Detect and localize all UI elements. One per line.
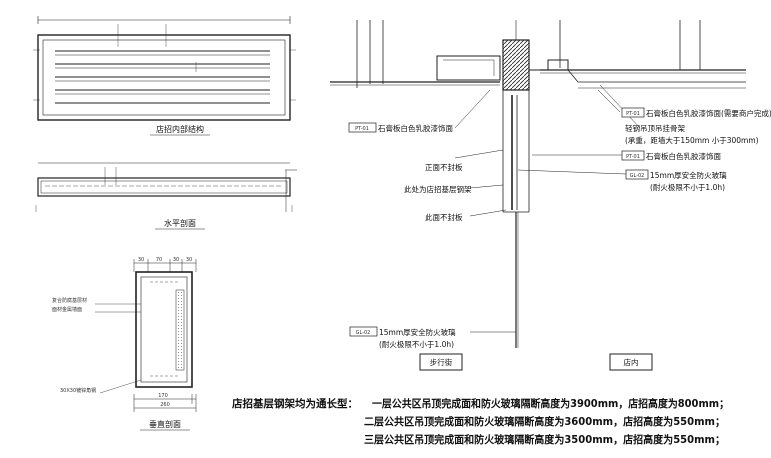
note-line-2: 二层公共区吊顶完成面和防火玻璃隔断高度为3600mm，店招高度为550mm； — [364, 415, 725, 428]
note-line-3: 三层公共区吊顶完成面和防火玻璃隔断高度为3500mm，店招高度为550mm； — [364, 433, 725, 446]
dim-bottom-2: 260 — [160, 402, 170, 408]
elevation-label-frame: 复合防腐基层材 — [52, 297, 87, 304]
elevation-label-tube: 30X30镀锌角钢 — [60, 387, 96, 394]
dim-top-3: 30 — [173, 257, 179, 263]
tag-pt01-left: PT-01 — [355, 126, 369, 132]
note-title: 店招基层钢架均为通长型： — [231, 397, 358, 410]
detail-section — [330, 20, 746, 371]
label-right-2: 轻钢吊顶吊挂骨架 — [625, 123, 685, 133]
dim-bottom-1: 170 — [158, 393, 168, 399]
box-left-label: 步行街 — [430, 357, 453, 367]
dim-top-1: 30 — [138, 257, 144, 263]
elevation-caption: 垂直剖面 — [149, 419, 181, 429]
top-view — [33, 16, 296, 121]
label-right-4: 石膏板白色乳胶漆饰面 — [646, 151, 721, 161]
elevation-label-finish: 面材金属墙面 — [52, 306, 82, 313]
tag-right-5: GL-02 — [630, 173, 645, 179]
dim-top-4: 30 — [186, 257, 192, 263]
dim-top-2: 70 — [156, 257, 162, 263]
elevation-view — [95, 259, 197, 412]
label-glass-1: 15mm厚安全防火玻璃 — [379, 327, 456, 337]
tag-right-4: PT-01 — [626, 154, 640, 160]
section-view-caption: 水平剖面 — [164, 218, 196, 228]
label-mid-1: 正面不封板 — [425, 162, 463, 172]
note-line-1: 一层公共区吊顶完成面和防火玻璃隔断高度为3900mm，店招高度为800mm； — [372, 397, 729, 410]
label-right-1: 石膏板白色乳胶漆饰面(需要商户完成) — [646, 108, 771, 118]
tag-glass: GL-02 — [356, 330, 371, 336]
elevation-dims: 30 70 30 30 170 260 — [138, 257, 192, 408]
detail-labels: PT-01 石膏板白色乳胶漆饰面 PT-01 石膏板白色乳胶漆饰面(需要商户完成… — [348, 107, 771, 367]
label-mid-3: 此面不封板 — [425, 212, 463, 222]
label-glass-2: (耐火极限不小于1.0h) — [379, 339, 454, 349]
label-right-6: (耐火极限不小于1.0h) — [650, 182, 725, 192]
tag-right-1: PT-01 — [626, 111, 640, 117]
section-view — [35, 162, 297, 212]
label-right-5: 15mm厚安全防火玻璃 — [650, 170, 727, 180]
top-view-caption: 店招内部结构 — [156, 124, 204, 134]
label-right-3: (承重，距墙大于150mm 小于300mm) — [625, 135, 759, 145]
bottom-note: 店招基层钢架均为通长型： 一层公共区吊顶完成面和防火玻璃隔断高度为3900mm，… — [231, 397, 729, 446]
box-right-label: 店内 — [624, 357, 639, 367]
label-pt01-left: 石膏板白色乳胶漆饰面 — [378, 123, 453, 133]
label-mid-2: 此处为店招基层钢架 — [404, 184, 472, 194]
